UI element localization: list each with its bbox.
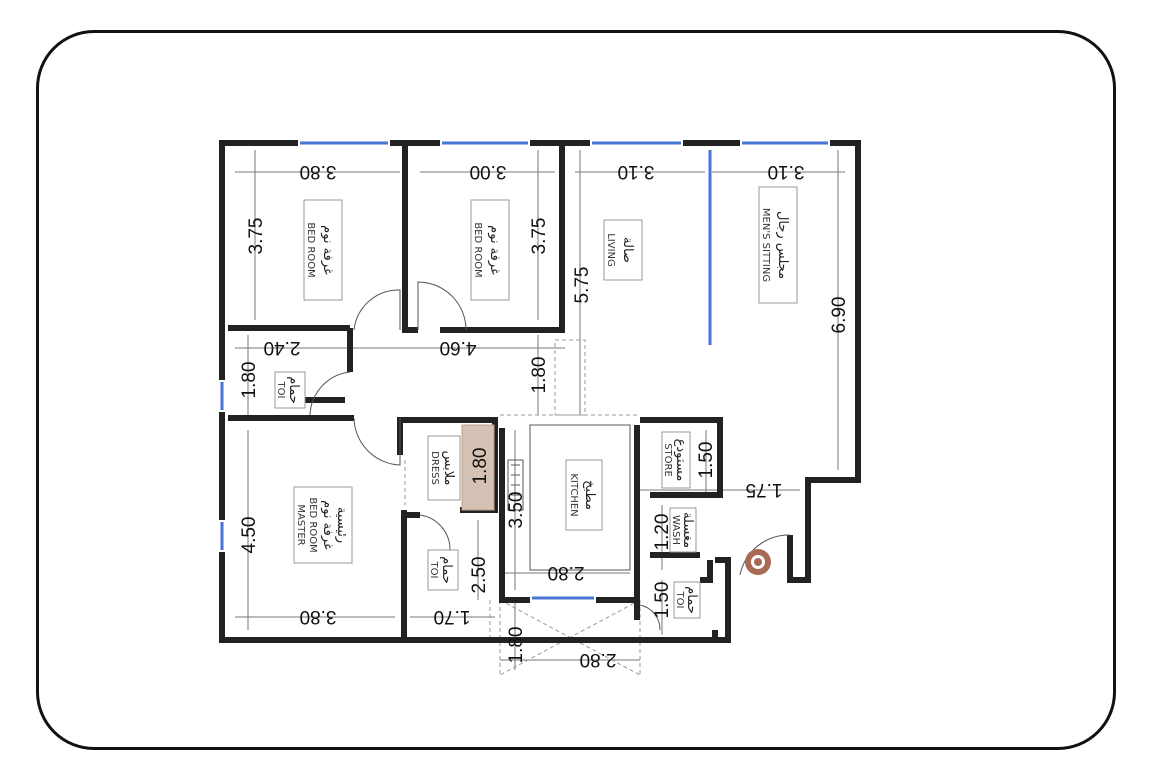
dim-bedroom2-width: 3.00 [470, 161, 507, 182]
master-label-en2: BED ROOM [307, 497, 318, 552]
bedroom1-label: غرفة نوم BED ROOM [303, 199, 343, 301]
mens-sitting-label: مجلس رجال MEN'S SITTING [758, 186, 798, 304]
store-label-en: STORE [662, 443, 673, 477]
living-label-ar: صالة [620, 237, 635, 263]
toilet3-label: حمام TOI [673, 581, 701, 619]
toilet1-label: حمام TOI [274, 371, 306, 409]
dim-bedroom2-height: 3.75 [529, 218, 550, 255]
dim-corridor-height: 1.80 [529, 357, 550, 394]
toilet1-label-ar: حمام [286, 376, 301, 404]
dim-entrance-width: 1.75 [746, 479, 783, 500]
dim-toilet2-width: 1.70 [434, 606, 471, 627]
bedroom1-label-ar: غرفة نوم [320, 225, 335, 275]
dim-toilet3-height: 1.50 [652, 582, 673, 619]
door-swings [309, 281, 791, 631]
room-labels: غرفة نوم BED ROOM غرفة نوم BED ROOM صالة… [274, 186, 798, 619]
toilet3-label-en: TOI [674, 591, 685, 609]
master-label-ar2: رئيسية [334, 507, 349, 543]
dim-master-height: 4.50 [239, 517, 260, 554]
store-label: مستودع STORE [661, 431, 691, 489]
mens-sitting-label-en: MEN'S SITTING [760, 208, 771, 282]
dimension-texts: 3.80 3.00 3.10 3.10 3.75 3.75 5.75 6.90 … [239, 161, 850, 670]
kitchen-label: مطبخ KITCHEN [565, 459, 603, 531]
dim-kitchen-height: 3.50 [506, 492, 527, 529]
dress-label-ar: ملابس [441, 451, 456, 486]
dim-mens-height: 6.90 [829, 297, 850, 334]
dim-bedroom1-height: 3.75 [246, 218, 267, 255]
mens-sitting-label-ar: مجلس رجال [775, 211, 790, 279]
wash-label: مغسلة WASH [669, 507, 697, 553]
kitchen-counter [507, 424, 631, 571]
dim-toilet2-height: 2.50 [469, 557, 490, 594]
dim-mens-width: 3.10 [768, 161, 805, 182]
dim-wash-height: 1.20 [652, 514, 673, 551]
kitchen-label-en: KITCHEN [568, 473, 579, 516]
dim-living-height: 5.75 [572, 267, 593, 304]
toilet1-label-en: TOI [275, 381, 286, 399]
dress-closet-shading [461, 424, 495, 511]
dress-label: ملابس DRESS [427, 435, 461, 501]
kitchen-label-ar: مطبخ [582, 480, 597, 510]
dim-store-height: 1.50 [696, 442, 717, 479]
dim-corridor-width: 4.60 [440, 337, 477, 358]
toilet2-label: حمام TOI [427, 549, 459, 591]
entrance-marker-icon [745, 549, 771, 575]
rounded-frame [36, 30, 1116, 750]
wash-label-ar: مغسلة [680, 512, 695, 548]
windows [220, 141, 828, 600]
bedroom2-label-en: BED ROOM [472, 222, 483, 277]
dim-porch-height: 1.80 [506, 627, 527, 664]
toilet2-label-ar: حمام [439, 556, 454, 584]
store-label-ar: مستودع [673, 439, 688, 482]
dim-toilet1-width: 2.40 [264, 337, 301, 358]
master-label-ar: غرفة نوم [320, 500, 335, 550]
living-label-en: LIVING [605, 233, 616, 267]
wash-label-en: WASH [670, 515, 681, 545]
dim-porch-width: 2.80 [580, 649, 617, 670]
dim-bedroom1-width: 3.80 [300, 161, 337, 182]
bedroom2-label: غرفة نوم BED ROOM [470, 199, 510, 301]
bedroom1-label-en: BED ROOM [305, 222, 316, 277]
dim-kitchen-width: 2.80 [548, 562, 585, 583]
dress-label-en: DRESS [429, 451, 440, 485]
dim-living-width: 3.10 [618, 161, 655, 182]
dim-master-width: 3.80 [300, 606, 337, 627]
dim-toilet1-height: 1.80 [239, 362, 260, 399]
master-bedroom-label: رئيسية غرفة نوم BED ROOM MASTER [293, 486, 353, 564]
toilet2-label-en: TOI [428, 561, 439, 579]
living-label: صالة LIVING [603, 219, 643, 281]
master-label-en: MASTER [295, 504, 306, 545]
bedroom2-label-ar: غرفة نوم [487, 225, 502, 275]
toilet3-label-ar: حمام [684, 586, 699, 614]
dim-dress-height: 1.80 [470, 448, 491, 485]
